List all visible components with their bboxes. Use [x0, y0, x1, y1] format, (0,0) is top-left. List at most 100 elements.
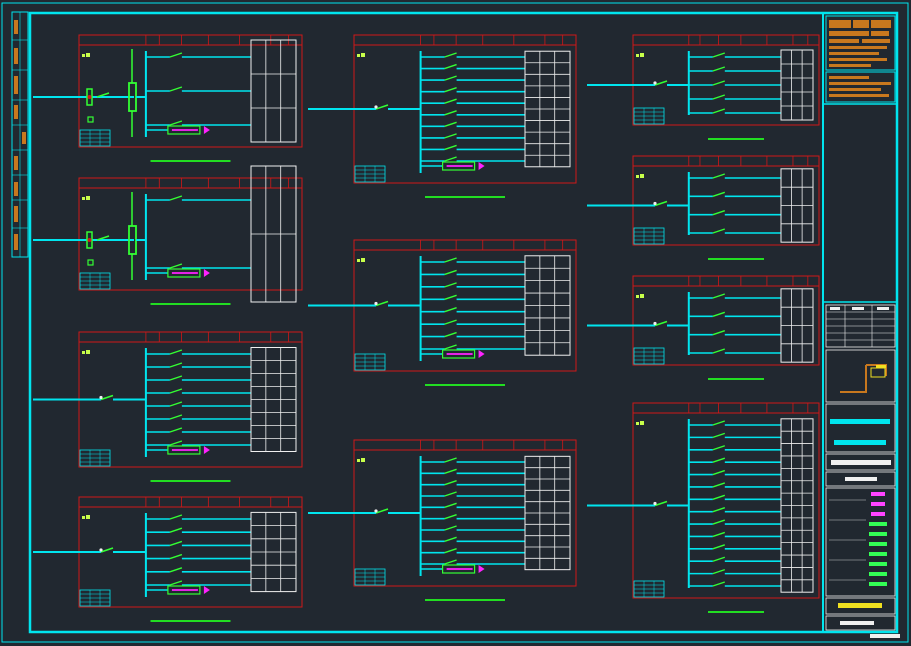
main-breaker [654, 80, 668, 86]
circuit-breaker [444, 307, 457, 313]
circuit-breaker [444, 282, 457, 288]
circuit-breaker [444, 156, 457, 162]
surge-protector [442, 161, 476, 171]
panel-p2 [33, 165, 303, 305]
circuit-breaker [712, 531, 726, 538]
stamp-block [825, 349, 896, 403]
circuit-breaker [444, 559, 457, 565]
circuit-breaker [444, 110, 457, 116]
circuit-breaker [712, 66, 726, 72]
circuit-breaker [169, 349, 183, 355]
circuit-breaker [169, 362, 183, 368]
circuit-breaker [444, 491, 457, 497]
circuit-breaker [712, 556, 726, 562]
panel-p11 [587, 402, 820, 613]
main-breaker [654, 500, 668, 507]
circuit-breaker [444, 121, 457, 127]
arrow-icon [203, 126, 210, 134]
panel-code-label [82, 197, 85, 200]
signature-list [825, 487, 896, 597]
panel-border [78, 177, 303, 291]
surge-protector [442, 349, 476, 359]
panel-code-label [636, 295, 639, 298]
circuit-breaker [444, 480, 457, 486]
circuit-breaker [444, 319, 457, 325]
panel-code-label [357, 459, 360, 462]
circuit-breaker [712, 210, 726, 216]
project-name-block [825, 403, 896, 453]
circuit-breaker [444, 87, 457, 93]
panel-border [632, 402, 820, 599]
circuit-breaker [169, 401, 183, 407]
panel-border [78, 34, 303, 148]
surge-protector [167, 445, 201, 455]
circuit-breaker [712, 173, 726, 179]
circuit-breaker [712, 191, 726, 197]
main-breaker [375, 300, 389, 307]
title-block [823, 15, 900, 638]
circuit-breaker [712, 494, 726, 500]
panel-border [632, 155, 820, 246]
panel-p3 [33, 331, 303, 482]
circuit-breaker [169, 120, 183, 126]
panel-p5 [308, 34, 577, 198]
circuit-breaker [444, 548, 457, 554]
main-breaker [654, 320, 668, 327]
circuit-breaker [712, 469, 726, 476]
main-breaker [375, 104, 389, 110]
arrow-icon [203, 269, 210, 277]
panel-border [632, 34, 820, 126]
circuit-breaker [712, 482, 726, 488]
circuit-breaker [712, 420, 726, 426]
main-breaker [100, 547, 114, 553]
circuit-breaker [712, 80, 726, 86]
surge-protector [167, 125, 201, 135]
panel-border [632, 275, 820, 366]
panel-p9 [587, 155, 820, 260]
circuit-breaker [712, 94, 726, 100]
circuit-breaker [169, 414, 183, 420]
main-breaker [375, 508, 389, 514]
circuit-breaker [444, 257, 457, 263]
circuit-breaker [169, 195, 183, 201]
circuit-breaker [444, 536, 457, 542]
panel-p6 [308, 239, 577, 386]
circuit-breaker [444, 63, 457, 70]
circuit-breaker [712, 293, 726, 299]
surge-protector [442, 564, 476, 574]
circuit-breaker [712, 581, 726, 587]
circuit-breaker [169, 440, 183, 446]
circuit-breaker [169, 580, 183, 586]
circuit-breaker [444, 344, 457, 350]
circuit-breaker [712, 311, 726, 317]
circuit-breaker [444, 98, 457, 104]
inner-frame [28, 11, 899, 634]
circuit-breaker [444, 457, 457, 463]
circuit-breaker [169, 567, 183, 573]
main-breaker [654, 200, 668, 207]
arrow-icon [478, 565, 485, 573]
sheet-number-block [825, 615, 896, 631]
circuit-breaker [169, 52, 183, 58]
circuit-breaker [444, 331, 457, 338]
panel-code-label [636, 175, 639, 178]
circuit-breaker [444, 525, 457, 531]
circuit-breaker [169, 388, 183, 394]
circuit-breaker [712, 457, 726, 463]
arrow-icon [478, 162, 485, 170]
panel-p7 [308, 439, 577, 601]
circuit-breaker [444, 144, 457, 151]
drawing-title-block [825, 471, 896, 487]
arrow-icon [203, 446, 210, 454]
meter-symbol [86, 88, 93, 106]
distribution-panels [33, 34, 820, 622]
binding-strip [11, 11, 29, 258]
circuit-breaker [712, 330, 726, 336]
circuit-breaker [712, 348, 726, 354]
drawing-name-block [825, 597, 896, 615]
panel-code-label [82, 516, 85, 519]
circuit-breaker [444, 52, 457, 58]
circuit-breaker [169, 375, 183, 381]
circuit-breaker [169, 86, 183, 92]
panel-p10 [587, 275, 820, 380]
